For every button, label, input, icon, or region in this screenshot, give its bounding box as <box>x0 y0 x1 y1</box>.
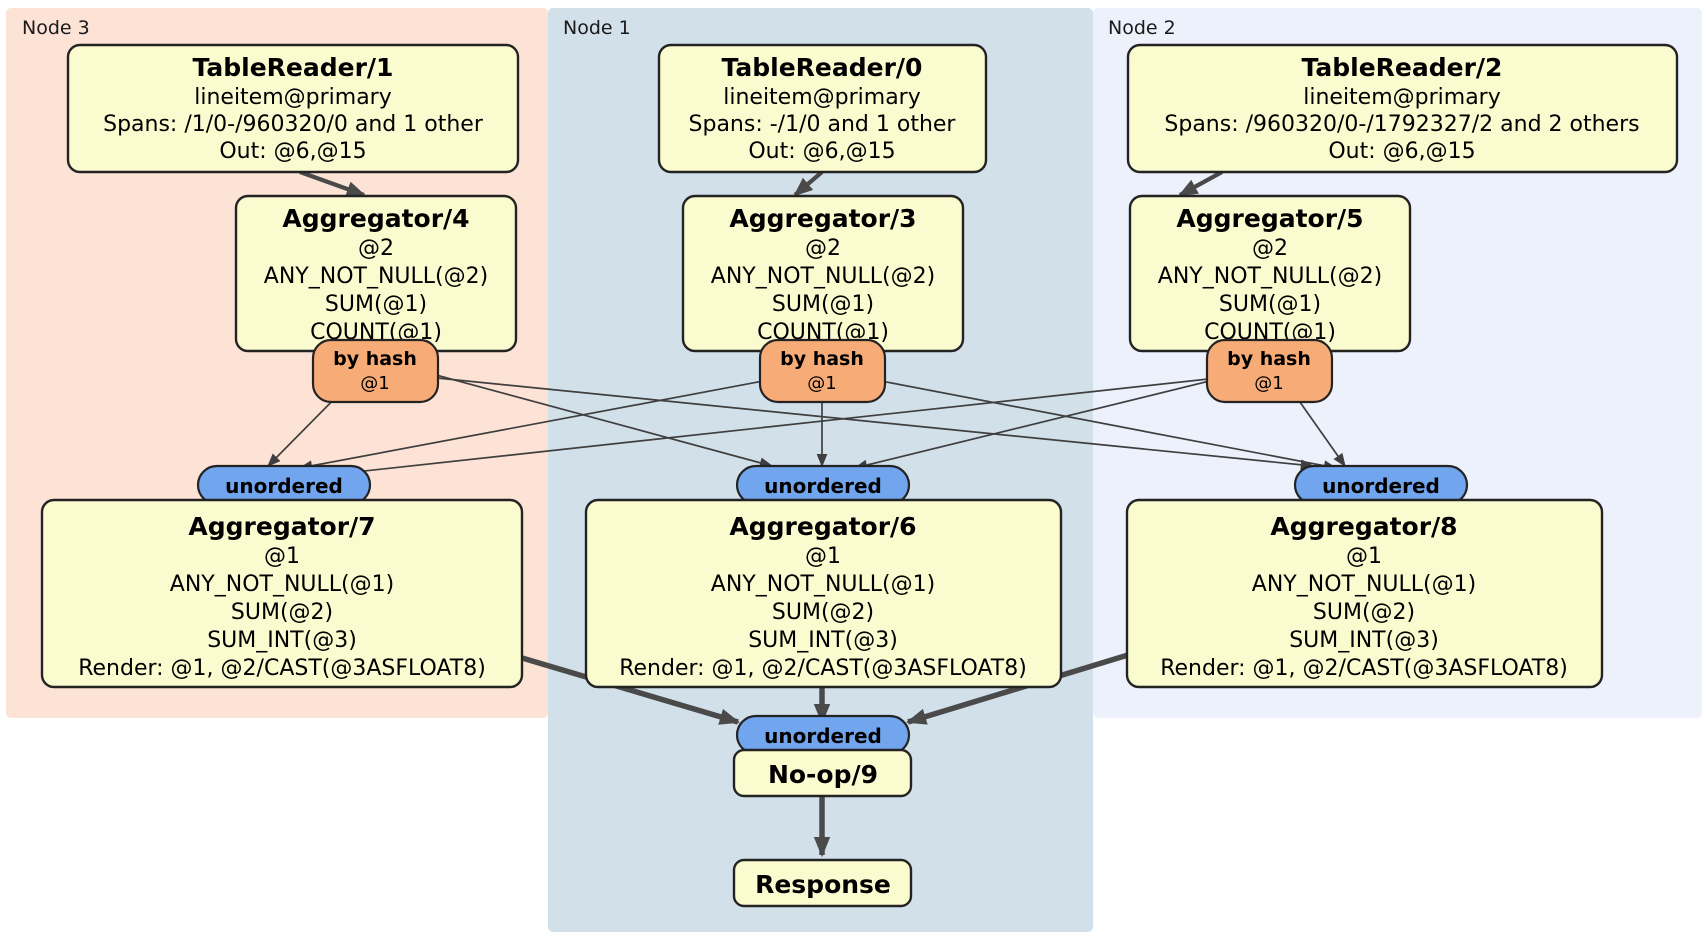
noop-9-title: No-op/9 <box>768 760 878 789</box>
tablereader-1-line-2: Out: @6,@15 <box>219 139 366 164</box>
box-aggregator-4[interactable]: Aggregator/4 @2 ANY_NOT_NULL(@2) SUM(@1)… <box>234 194 518 353</box>
box-tablereader-0[interactable]: TableReader/0 lineitem@primary Spans: -/… <box>657 43 988 174</box>
unordered-right-label: unordered <box>1322 474 1440 498</box>
tablereader-2-title: TableReader/2 <box>1302 53 1503 82</box>
aggregator-3-line-0: @2 <box>805 236 841 261</box>
aggregator-5-line-2: SUM(@1) <box>1219 292 1321 317</box>
aggregator-4-line-0: @2 <box>358 236 394 261</box>
aggregator-7-line-1: ANY_NOT_NULL(@1) <box>170 572 394 597</box>
edge-group-hash-mesh <box>267 371 1346 483</box>
aggregator-5-line-0: @2 <box>1252 236 1288 261</box>
edge-hashmid-to-unordered-left <box>298 375 791 472</box>
aggregator-8-line-4: Render: @1, @2/CAST(@3ASFLOAT8) <box>1160 656 1568 681</box>
aggregator-3-line-2: SUM(@1) <box>772 292 874 317</box>
aggregator-7-title: Aggregator/7 <box>188 512 375 541</box>
box-aggregator-3[interactable]: Aggregator/3 @2 ANY_NOT_NULL(@2) SUM(@1)… <box>681 194 965 353</box>
aggregator-6-line-3: SUM_INT(@3) <box>748 628 898 653</box>
aggregator-4-line-1: ANY_NOT_NULL(@2) <box>264 264 488 289</box>
hash-mid-title: by hash <box>780 348 864 370</box>
panel-node3-label: Node 3 <box>22 17 90 39</box>
aggregator-3-title: Aggregator/3 <box>729 204 916 233</box>
tablereader-0-line-1: Spans: -/1/0 and 1 other <box>689 112 957 137</box>
aggregator-6-title: Aggregator/6 <box>729 512 916 541</box>
edge-hashleft-to-unordered-right <box>426 376 1315 471</box>
tablereader-0-line-0: lineitem@primary <box>723 85 921 110</box>
edge-group-reader-to-agg <box>299 170 1224 197</box>
unordered-final-label: unordered <box>764 724 882 748</box>
box-response[interactable]: Response <box>732 858 913 908</box>
edge-aggregator7-to-unordered-final <box>511 652 741 725</box>
box-tablereader-1[interactable]: TableReader/1 lineitem@primary Spans: /1… <box>66 43 520 174</box>
hash-left-sub: @1 <box>360 373 389 394</box>
box-aggregator-8[interactable]: Aggregator/8 @1 ANY_NOT_NULL(@1) SUM(@2)… <box>1125 498 1604 689</box>
edge-tablereader2-to-aggregator5 <box>1178 170 1224 197</box>
aggregator-7-line-2: SUM(@2) <box>231 600 333 625</box>
edge-hashright-to-unordered-left <box>298 375 1237 483</box>
box-aggregator-5[interactable]: Aggregator/5 @2 ANY_NOT_NULL(@2) SUM(@1)… <box>1128 194 1412 353</box>
aggregator-7-line-0: @1 <box>264 544 300 569</box>
aggregator-4-title: Aggregator/4 <box>282 204 469 233</box>
tablereader-1-title: TableReader/1 <box>193 53 394 82</box>
box-noop-9[interactable]: No-op/9 <box>732 748 913 798</box>
aggregator-6-line-1: ANY_NOT_NULL(@1) <box>711 572 935 597</box>
aggregator-6-line-4: Render: @1, @2/CAST(@3ASFLOAT8) <box>619 656 1027 681</box>
hash-left-title: by hash <box>333 348 417 370</box>
aggregator-7-line-3: SUM_INT(@3) <box>207 628 357 653</box>
sync-unordered-final[interactable]: unordered <box>735 714 911 756</box>
box-aggregator-6[interactable]: Aggregator/6 @1 ANY_NOT_NULL(@1) SUM(@2)… <box>584 498 1063 689</box>
aggregator-7-line-4: Render: @1, @2/CAST(@3ASFLOAT8) <box>78 656 486 681</box>
router-by-hash-left[interactable]: by hash @1 <box>311 338 440 404</box>
edge-hashmid-to-unordered-right <box>854 375 1338 472</box>
aggregator-5-title: Aggregator/5 <box>1176 204 1363 233</box>
edge-hashleft-to-unordered-mid <box>424 371 774 469</box>
edge-aggregator8-to-unordered-final <box>905 652 1129 725</box>
tablereader-1-line-0: lineitem@primary <box>194 85 392 110</box>
hash-mid-sub: @1 <box>807 373 836 394</box>
aggregator-5-line-1: ANY_NOT_NULL(@2) <box>1158 264 1382 289</box>
aggregator-3-line-1: ANY_NOT_NULL(@2) <box>711 264 935 289</box>
tablereader-0-title: TableReader/0 <box>722 53 923 82</box>
edge-tablereader1-to-aggregator4 <box>299 170 366 197</box>
unordered-mid-label: unordered <box>764 474 882 498</box>
aggregator-8-line-2: SUM(@2) <box>1313 600 1415 625</box>
edge-tablereader0-to-aggregator3 <box>793 170 824 197</box>
router-by-hash-right[interactable]: by hash @1 <box>1205 338 1334 404</box>
aggregator-6-line-2: SUM(@2) <box>772 600 874 625</box>
panel-node1-label: Node 1 <box>563 17 631 39</box>
aggregator-8-title: Aggregator/8 <box>1270 512 1457 541</box>
tablereader-2-line-2: Out: @6,@15 <box>1328 139 1475 164</box>
sync-unordered-mid[interactable]: unordered <box>735 464 911 506</box>
router-by-hash-mid[interactable]: by hash @1 <box>758 338 887 404</box>
sync-unordered-right[interactable]: unordered <box>1293 464 1469 506</box>
sync-unordered-left[interactable]: unordered <box>196 464 372 506</box>
panel-node2-label: Node 2 <box>1108 17 1176 39</box>
aggregator-8-line-3: SUM_INT(@3) <box>1289 628 1439 653</box>
aggregator-8-line-0: @1 <box>1346 544 1382 569</box>
aggregator-4-line-2: SUM(@1) <box>325 292 427 317</box>
aggregator-6-line-0: @1 <box>805 544 841 569</box>
hash-right-sub: @1 <box>1254 373 1283 394</box>
unordered-left-label: unordered <box>225 474 343 498</box>
aggregator-8-line-1: ANY_NOT_NULL(@1) <box>1252 572 1476 597</box>
response-title: Response <box>755 870 891 899</box>
tablereader-2-line-1: Spans: /960320/0-/1792327/2 and 2 others <box>1164 112 1639 137</box>
tablereader-0-line-2: Out: @6,@15 <box>748 139 895 164</box>
tablereader-2-line-0: lineitem@primary <box>1303 85 1501 110</box>
box-tablereader-2[interactable]: TableReader/2 lineitem@primary Spans: /9… <box>1126 43 1679 174</box>
tablereader-1-line-1: Spans: /1/0-/960320/0 and 1 other <box>103 112 484 137</box>
edge-hashright-to-unordered-mid <box>853 373 1239 471</box>
box-aggregator-7[interactable]: Aggregator/7 @1 ANY_NOT_NULL(@1) SUM(@2)… <box>40 498 524 689</box>
hash-right-title: by hash <box>1227 348 1311 370</box>
